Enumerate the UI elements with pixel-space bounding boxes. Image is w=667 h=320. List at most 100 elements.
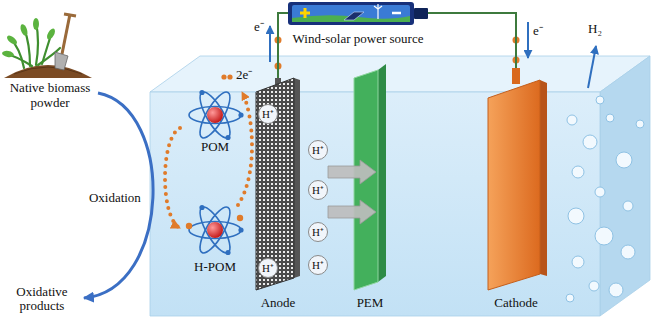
node-label: Cathode — [494, 296, 537, 310]
biomass-source-shape-part-part — [2, 50, 15, 58]
pom-molecule: POM — [180, 88, 250, 154]
proton-membrane-shape — [348, 62, 392, 310]
hpom-molecule-shape-part — [189, 203, 241, 257]
power-source-shape-part — [300, 8, 310, 18]
proton-circle: H⁺ — [308, 255, 328, 275]
hydrogen-bubbles-part — [609, 283, 623, 297]
hydrogen-bubbles-part — [636, 120, 644, 128]
electron-arrow-part — [269, 26, 271, 62]
hpom-molecule-shape-part-part — [195, 203, 236, 257]
power-source-shape-part — [392, 12, 401, 15]
hydrogen-bubbles-part — [621, 245, 635, 259]
hydrogen-bubbles-part — [623, 201, 633, 211]
hpom-molecule-shape-part — [199, 205, 204, 210]
hydrogen-bubbles-part — [589, 281, 599, 291]
biomass-source-shape-part-part — [45, 27, 56, 40]
proton-circle-shape-part — [259, 105, 278, 124]
power-source-shape-part — [374, 4, 382, 19]
hydrogen-bubbles — [566, 96, 644, 302]
hydrogen-bubbles-part — [583, 135, 597, 149]
node-label: Wind-solar power source — [293, 32, 424, 46]
hpom-molecule-shape-part-part — [195, 203, 236, 257]
pom-molecule-shape-part-part — [195, 88, 236, 142]
node-label: Oxidative products — [5, 285, 79, 314]
biomass-source-shape-part-part — [19, 23, 29, 36]
proton-membrane-shape-part — [378, 64, 386, 282]
node-label: H⁺ — [262, 108, 274, 120]
pom-molecule-shape-part — [238, 112, 243, 117]
gas-label: H₂ — [588, 22, 602, 36]
electron-dots — [221, 74, 232, 79]
electron-dots-part — [227, 74, 232, 79]
cathode-electrode-shape-part — [512, 68, 520, 84]
cathode-electrode: Cathode — [470, 68, 562, 310]
proton-circle: H⁺ — [308, 180, 328, 200]
electrolysis-tank-part — [150, 56, 650, 92]
power-source-shape-part — [288, 2, 414, 25]
node-label: H-POM — [194, 260, 236, 274]
biomass-source-shape-part-part — [33, 18, 39, 30]
proton-circle: H⁺ — [258, 258, 278, 278]
hydrogen-bubbles-part — [567, 115, 577, 125]
pom-molecule-shape-part — [207, 107, 223, 123]
pom-molecule-shape-part-part — [189, 107, 241, 124]
proton-membrane-shape-part — [354, 70, 378, 290]
conversion-arrow — [165, 128, 180, 228]
node-label: H⁺ — [262, 262, 274, 274]
power-source-shape-part-part — [377, 4, 378, 9]
cathode-electrode-shape-part — [488, 80, 540, 290]
electron-label: e⁻ — [533, 24, 543, 38]
power-source-shape-part-part — [374, 6, 378, 9]
hydrogen-arrow — [588, 46, 596, 88]
node-label: H⁺ — [312, 259, 324, 271]
proton-circle: H⁺ — [258, 104, 278, 124]
biomass-source-shape-part — [6, 22, 60, 68]
circuit-wire — [428, 13, 516, 68]
hydrogen-bubbles-part — [596, 96, 604, 104]
electron-label: e⁻ — [254, 20, 264, 34]
electron-arrow — [270, 22, 528, 62]
proton-flow-arrow-part — [328, 200, 376, 224]
hydrogen-bubbles-part — [616, 152, 632, 168]
biomass-source-shape-part — [64, 14, 76, 16]
node-label: Anode — [261, 296, 296, 310]
proton-circle-shape-part — [309, 256, 328, 275]
proton-membrane: PEM — [348, 62, 392, 310]
hpom-molecule-shape-part — [238, 227, 243, 232]
proton-circle: H⁺ — [308, 140, 328, 160]
node-label: H⁺ — [312, 226, 324, 238]
hydrogen-bubbles-part — [566, 294, 574, 302]
electrolysis-tank-part — [600, 56, 650, 316]
biomass-source-shape-part — [62, 14, 70, 54]
electron-release-path — [238, 92, 252, 205]
node-label: POM — [201, 140, 229, 154]
node-label: Native biomass powder — [4, 81, 96, 110]
power-source-shape-part — [344, 12, 364, 20]
biomass-source-shape-part-part — [5, 34, 18, 46]
cathode-electrode-shape-part — [540, 80, 547, 276]
proton-circle-shape-part — [259, 259, 278, 278]
anode-electrode-shape-part — [294, 78, 300, 278]
power-source-shape-part-part — [377, 9, 378, 19]
electron-dots-part — [221, 74, 226, 79]
proton-circle: H⁺ — [308, 222, 328, 242]
hpom-molecule-shape-part — [225, 250, 230, 255]
hpom-molecule-shape-part-part — [189, 222, 241, 239]
hydrogen-bubbles-part — [568, 208, 584, 224]
power-source-shape-part-part — [378, 6, 382, 9]
proton-flow-arrow-part — [328, 160, 376, 184]
power-source-shape-part — [414, 8, 428, 19]
biomass-source-shape-part — [55, 52, 68, 70]
process-arrow — [84, 93, 153, 298]
anode-electrode-shape-part — [256, 78, 294, 290]
pom-molecule-shape-part — [199, 90, 204, 95]
hpom-molecule-shape-part — [186, 223, 192, 229]
pom-molecule-shape-part-part — [195, 88, 236, 142]
power-source: Wind-solar power source — [288, 0, 428, 46]
hpom-molecule: H-POM — [180, 200, 250, 274]
biomass-source: Native biomass powder — [2, 8, 98, 110]
